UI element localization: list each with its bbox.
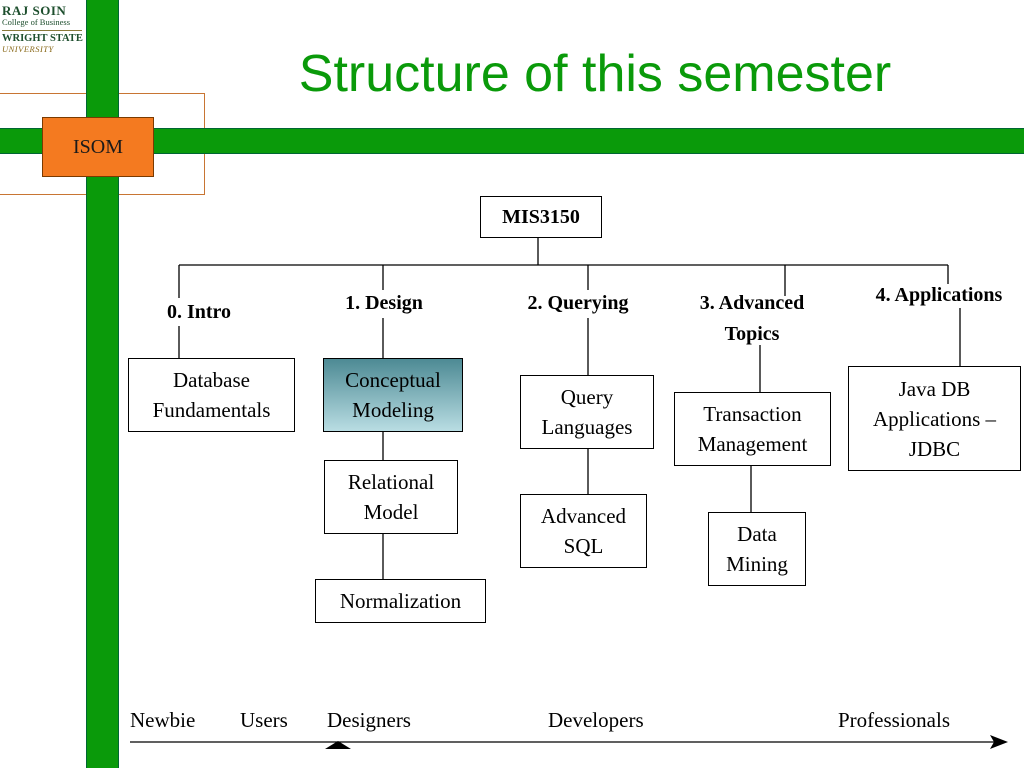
university-logo: RAJ SOIN College of Business WRIGHT STAT… bbox=[2, 4, 84, 54]
scale-label-users: Users bbox=[240, 708, 288, 732]
logo-line-4: UNIVERSITY bbox=[2, 44, 54, 54]
scale-label-developers: Developers bbox=[548, 708, 644, 732]
topic-relational-model: Relational Model bbox=[324, 460, 458, 534]
logo-line-2: College of Business bbox=[2, 17, 70, 27]
branch-heading-applications: 4. Applications bbox=[875, 284, 1003, 306]
horizontal-green-bar bbox=[0, 128, 1024, 154]
scale-label-designers: Designers bbox=[327, 708, 411, 732]
logo-line-3: WRIGHT STATE bbox=[2, 32, 83, 44]
topic-data-mining: Data Mining bbox=[708, 512, 806, 586]
logo-line-1: RAJ SOIN bbox=[2, 3, 67, 18]
topic-query-languages: Query Languages bbox=[520, 375, 654, 449]
branch-heading-intro: 0. Intro bbox=[166, 301, 232, 323]
topic-database-fundamentals: Database Fundamentals bbox=[128, 358, 295, 432]
current-level-marker bbox=[325, 741, 351, 749]
logo-rule bbox=[2, 29, 82, 31]
isom-badge: ISOM bbox=[42, 117, 154, 177]
branch-heading-advanced-topics: 3. Advanced Topics bbox=[699, 292, 805, 345]
slide-title: Structure of this semester bbox=[298, 45, 892, 103]
branch-heading-querying: 2. Querying bbox=[527, 292, 629, 314]
scale-label-professionals: Professionals bbox=[838, 708, 950, 732]
scale-arrowhead bbox=[990, 735, 1008, 749]
topic-java-db-applications: Java DB Applications – JDBC bbox=[848, 366, 1021, 471]
scale-label-newbie: Newbie bbox=[130, 708, 196, 732]
topic-advanced-sql: Advanced SQL bbox=[520, 494, 647, 568]
topic-normalization: Normalization bbox=[315, 579, 486, 623]
topic-conceptual-modeling: Conceptual Modeling bbox=[323, 358, 463, 432]
branch-heading-design: 1. Design bbox=[345, 292, 423, 314]
root-node: MIS3150 bbox=[480, 196, 602, 238]
topic-transaction-management: Transaction Management bbox=[674, 392, 831, 466]
